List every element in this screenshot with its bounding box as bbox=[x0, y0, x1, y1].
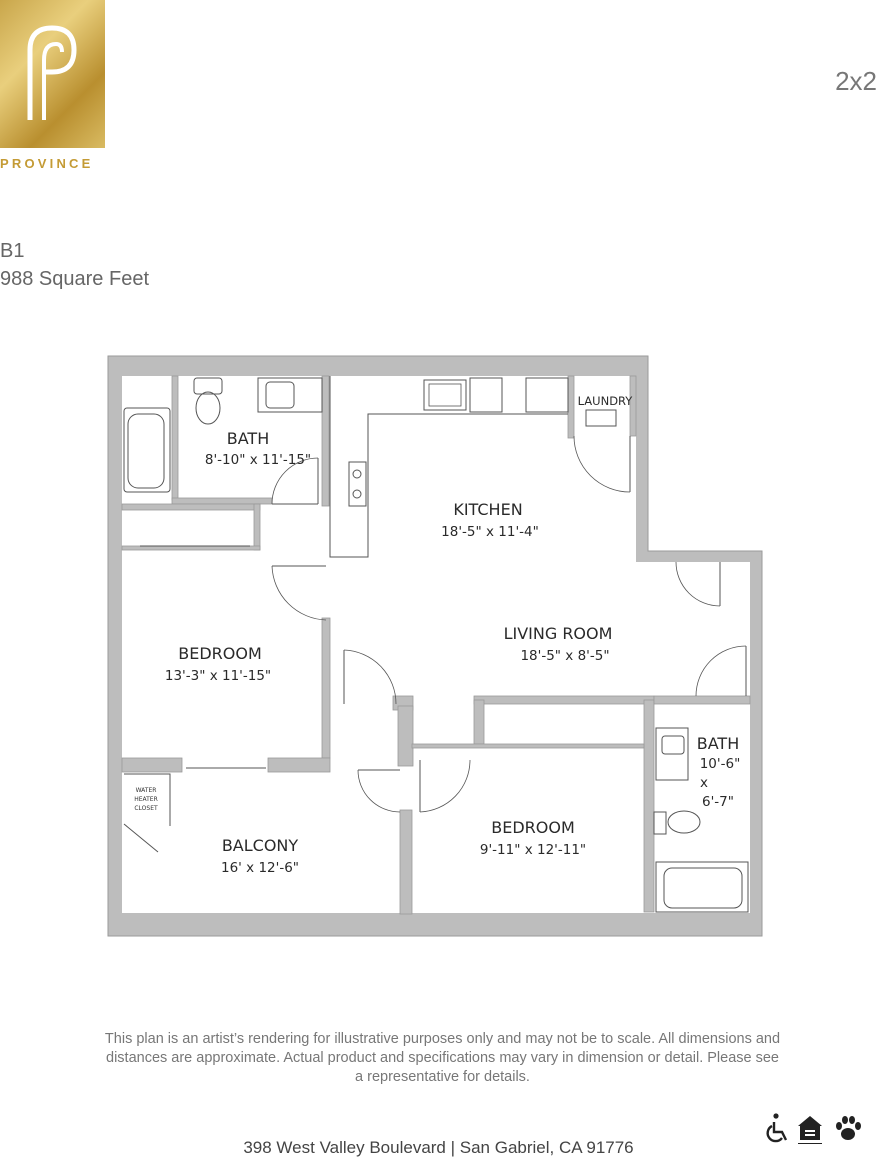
water-heater-line2: HEATER bbox=[134, 796, 158, 803]
bath2-dims-h: 6'-7" bbox=[702, 794, 734, 810]
province-logo bbox=[0, 0, 105, 148]
balcony-label: BALCONY bbox=[222, 836, 299, 855]
logo-mark-icon bbox=[27, 25, 77, 120]
kitchen-dims: 18'-5" x 11'-4" bbox=[441, 524, 539, 540]
disclaimer: This plan is an artist’s rendering for i… bbox=[104, 1031, 781, 1085]
living-room-dims: 18'-5" x 8'-5" bbox=[520, 648, 609, 664]
unit-type: 2x2 bbox=[835, 66, 877, 96]
compliance-icons bbox=[762, 1110, 867, 1150]
kitchen-label: KITCHEN bbox=[453, 500, 522, 519]
pet-paw-icon bbox=[836, 1116, 861, 1140]
living-room-label: LIVING ROOM bbox=[504, 624, 613, 643]
bedroom1-dims: 13'-3" x 11'-15" bbox=[165, 668, 271, 684]
address: 398 West Valley Boulevard | San Gabriel,… bbox=[243, 1138, 634, 1157]
bath2-dims-x: x bbox=[700, 775, 708, 791]
floor-area bbox=[122, 376, 750, 913]
equal-housing-icon bbox=[798, 1116, 822, 1144]
water-heater-line3: CLOSET bbox=[134, 805, 158, 812]
balcony-dims: 16' x 12'-6" bbox=[221, 860, 299, 876]
laundry-label: LAUNDRY bbox=[578, 394, 634, 408]
bedroom2-label: BEDROOM bbox=[491, 818, 575, 837]
bedroom1-label: BEDROOM bbox=[178, 644, 262, 663]
bath2-dims-w: 10'-6" bbox=[700, 756, 741, 772]
bedroom2-dims: 9'-11" x 12'-11" bbox=[480, 842, 586, 858]
accessibility-icon bbox=[766, 1113, 788, 1143]
bath2-label: BATH bbox=[697, 734, 739, 753]
floor-plan: BATH 8'-10" x 11'-15" LAUNDRY KITCHEN 18… bbox=[107, 355, 763, 937]
bath1-label: BATH bbox=[227, 429, 269, 448]
brand-name: PROVINCE bbox=[0, 156, 94, 171]
bath1-dims: 8'-10" x 11'-15" bbox=[205, 452, 311, 468]
water-heater-line1: WATER bbox=[136, 787, 157, 794]
plan-name: B1 bbox=[0, 240, 25, 262]
square-footage: 988 Square Feet bbox=[0, 268, 149, 290]
